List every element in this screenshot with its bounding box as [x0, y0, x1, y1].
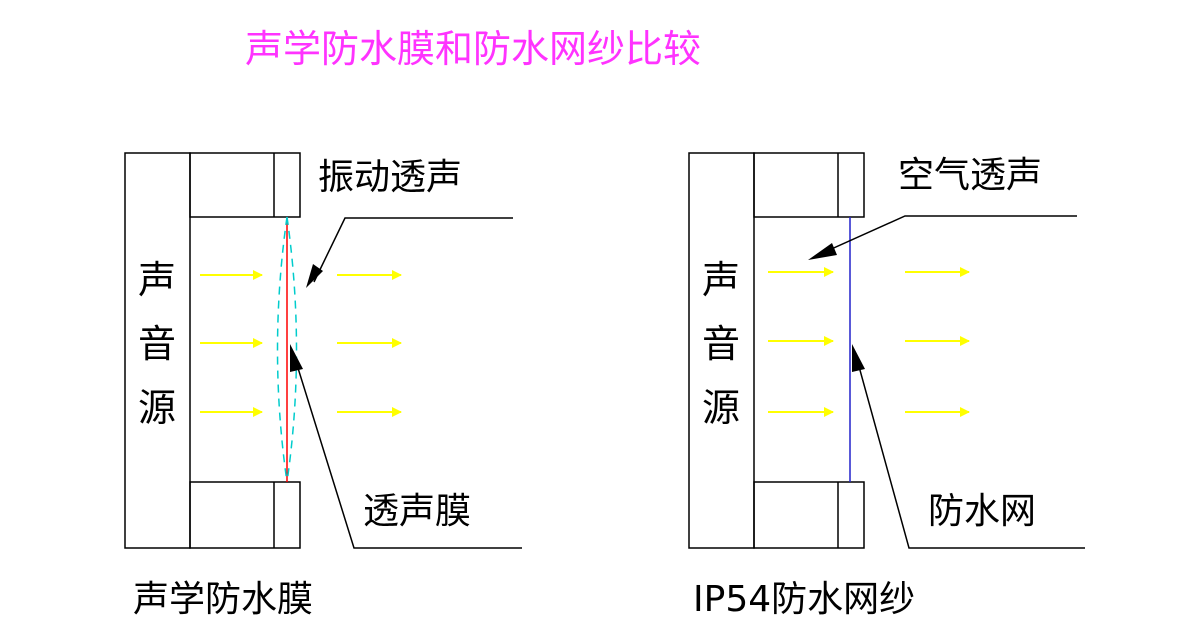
left-top-leader [313, 217, 513, 283]
left-housing [124, 152, 301, 549]
right-bottom-callout: 防水网 [928, 491, 1037, 532]
left-top-callout: 振动透声 [318, 157, 463, 198]
right-top-callout: 空气透声 [898, 155, 1043, 196]
left-sound-arrows [200, 270, 402, 417]
right-housing-bottom-block [753, 481, 865, 549]
right-caption: IP54防水网纱 [693, 579, 916, 620]
left-source-label: 声音源 [137, 258, 176, 430]
left-bottom-leader-arrowhead [290, 344, 303, 372]
right-housing-top-block [753, 152, 865, 218]
left-housing-back-wall [124, 152, 191, 549]
left-bottom-leader [292, 351, 522, 549]
right-housing [688, 152, 865, 549]
diagram-title: 声学防水膜和防水网纱比较 [245, 27, 702, 71]
right-sound-arrows [768, 267, 970, 417]
left-housing-top-block [189, 152, 301, 218]
right-bottom-leader [854, 351, 1085, 549]
right-top-leader-arrowhead [808, 243, 837, 260]
left-membrane-vibration-left [276, 216, 288, 483]
right-top-leader [817, 215, 1077, 256]
left-bottom-callout: 透声膜 [363, 491, 472, 532]
left-membrane-vibration-right [286, 216, 298, 483]
left-caption: 声学防水膜 [133, 579, 314, 620]
right-source-label: 声音源 [701, 258, 740, 430]
left-housing-bottom-block [189, 481, 301, 549]
right-housing-back-wall [688, 152, 755, 549]
left-top-leader-arrowhead [306, 264, 323, 288]
right-bottom-leader-arrowhead [852, 344, 865, 372]
